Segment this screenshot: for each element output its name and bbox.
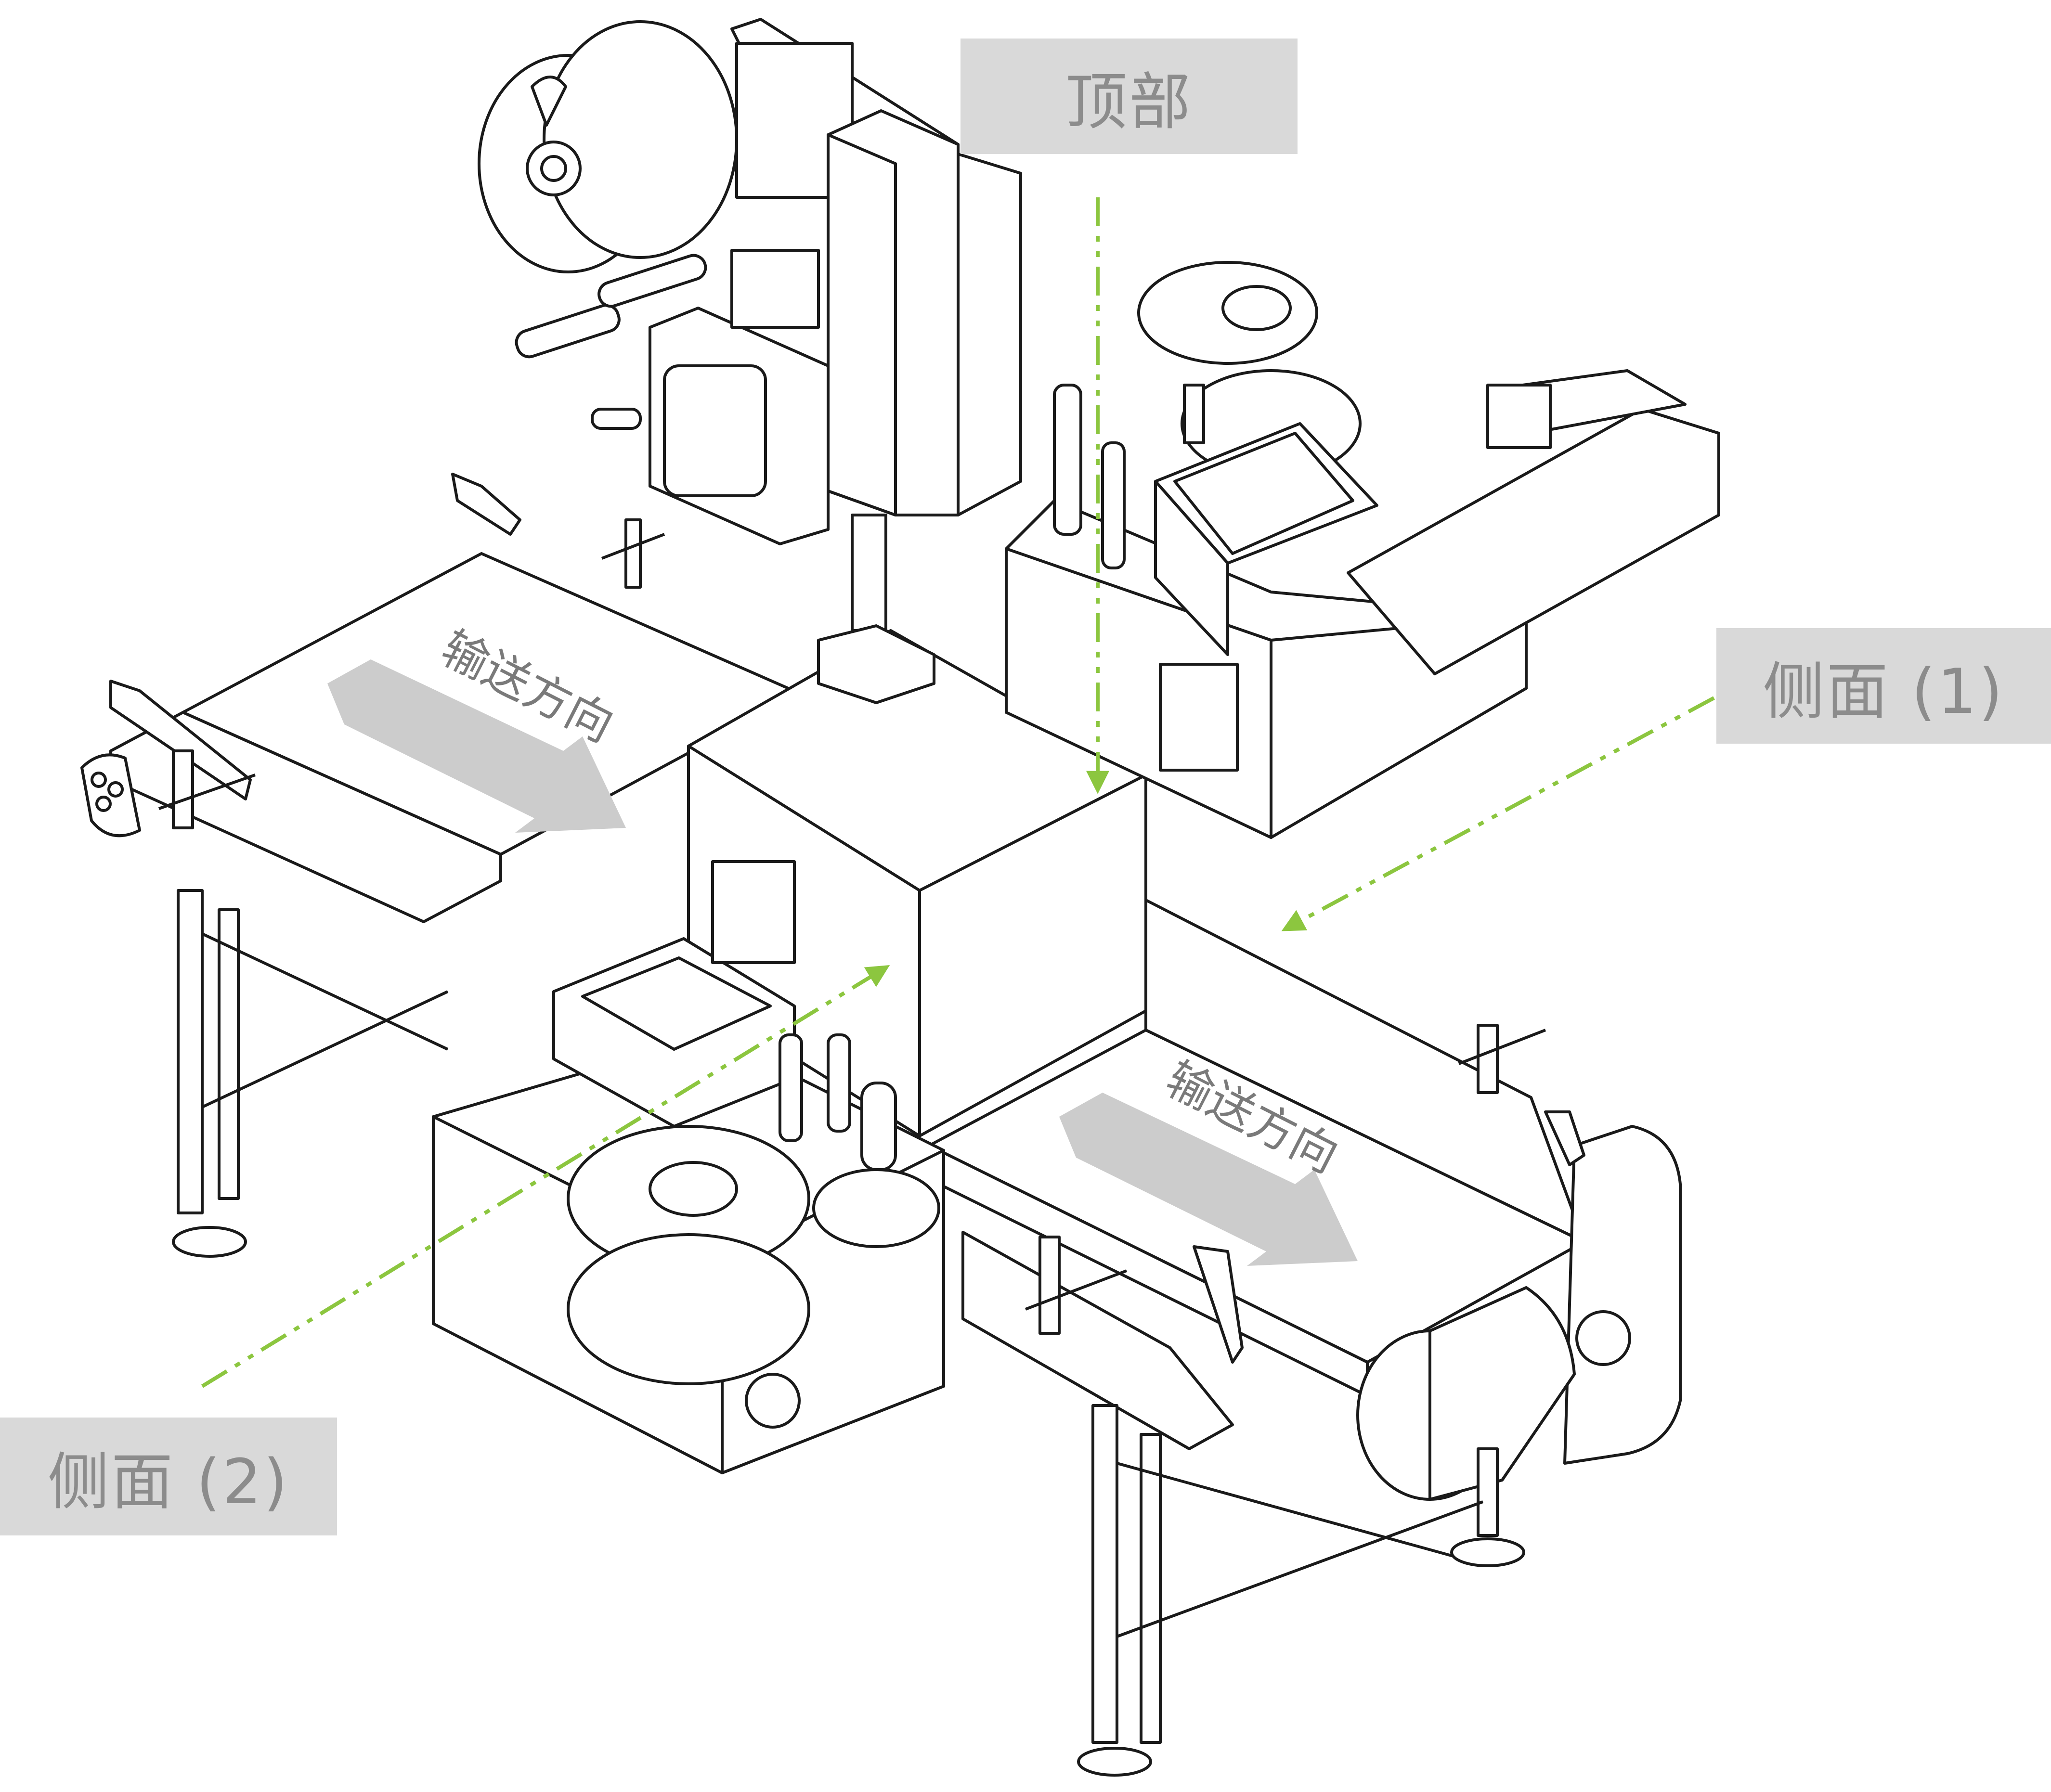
label-top: 顶部 bbox=[961, 39, 1298, 154]
side1-direction-line bbox=[1281, 696, 1715, 931]
conveyor-direction-arrow-left bbox=[327, 659, 626, 833]
direction-guides bbox=[201, 197, 1715, 1388]
side-labeler-1 bbox=[1005, 261, 1720, 839]
label-side-2: 侧面 (2) bbox=[0, 1418, 337, 1535]
side-labeler-2 bbox=[432, 860, 945, 1474]
top-labeler bbox=[478, 18, 1022, 704]
conveyor-direction-arrow-right bbox=[1059, 1093, 1358, 1266]
product-box bbox=[687, 629, 1147, 1137]
left-conveyor bbox=[80, 473, 801, 1258]
label-side-1: 侧面 (1) bbox=[1716, 628, 2051, 744]
side2-direction-line bbox=[201, 965, 890, 1388]
